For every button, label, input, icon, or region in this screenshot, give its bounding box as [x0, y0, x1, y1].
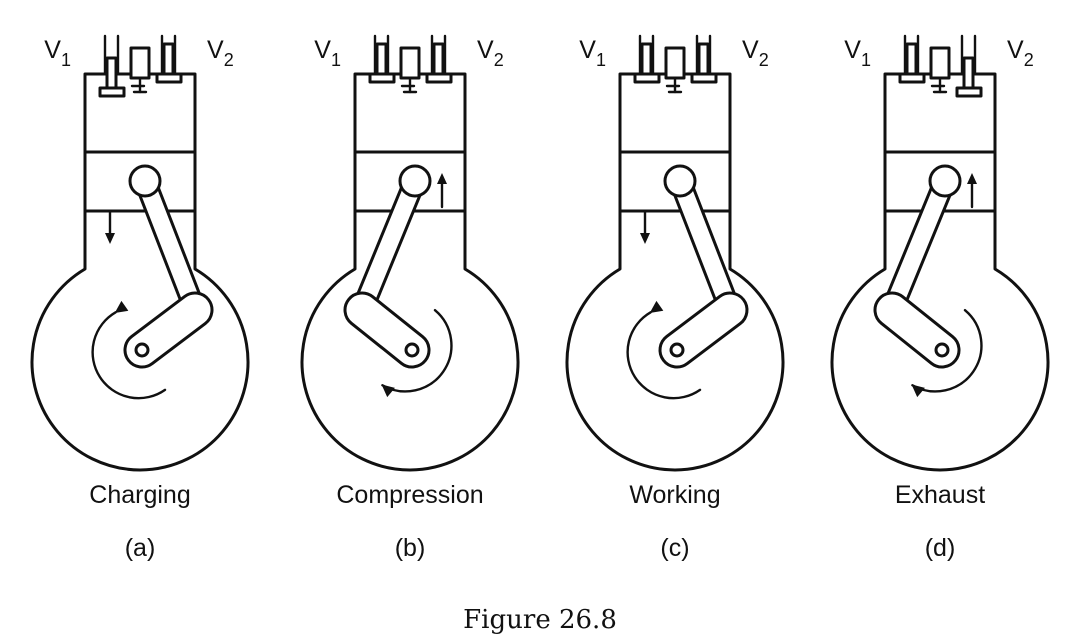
exhaust-valve-stem [432, 42, 445, 76]
stroke-label: Working [629, 481, 720, 509]
panel-letter: (b) [395, 534, 426, 562]
valve-label-v1: V1 [44, 36, 71, 70]
rotation-arrowhead-icon [381, 384, 395, 398]
panel-letter: (d) [925, 534, 956, 562]
piston [83, 150, 197, 213]
rotation-arrowhead-icon [114, 300, 129, 313]
intake-valve-head [898, 72, 926, 84]
valve-label-v2: V2 [1007, 36, 1034, 70]
intake-valve-stem [640, 42, 653, 76]
rotation-arc [381, 308, 453, 393]
intake-valve-stem [105, 56, 118, 90]
engine-casing [565, 72, 785, 472]
wrist-pin [398, 164, 432, 198]
stroke-label: Charging [89, 481, 190, 509]
valve-label-v2: V2 [742, 36, 769, 70]
crankshaft-pin [669, 342, 685, 358]
valve-label-v1: V1 [579, 36, 606, 70]
intake-valve-head [633, 72, 661, 84]
stroke-label: Compression [336, 481, 483, 509]
rotation-arc [91, 311, 167, 400]
valve-label-v1: V1 [314, 36, 341, 70]
valve-label-v1: V1 [844, 36, 871, 70]
arrow-up-icon [437, 173, 447, 184]
arrow-down-icon [105, 233, 115, 244]
exhaust-valve-head [955, 86, 983, 98]
engine-casing [830, 72, 1050, 472]
rotation-arrowhead-icon [911, 384, 925, 398]
wrist-pin [928, 164, 962, 198]
figure-caption: Figure 26.8 [463, 605, 617, 635]
crankshaft-pin [134, 342, 150, 358]
wrist-pin [663, 164, 697, 198]
panel-letter: (a) [125, 534, 156, 562]
engine-casing [30, 72, 250, 472]
crankshaft-pin [934, 342, 950, 358]
arrow-down-icon [640, 233, 650, 244]
engine-casing [300, 72, 520, 472]
exhaust-valve-head [425, 72, 453, 84]
panel-letter: (c) [660, 534, 689, 562]
intake-valve-head [368, 72, 396, 84]
rotation-arc [911, 308, 983, 393]
exhaust-valve-stem [697, 42, 710, 76]
crankshaft-pin [404, 342, 420, 358]
exhaust-valve-stem [162, 42, 175, 76]
spark-plug-icon [399, 46, 421, 80]
rotation-arrowhead-icon [649, 300, 664, 313]
exhaust-valve-stem [962, 56, 975, 90]
stroke-label: Exhaust [895, 481, 985, 509]
intake-valve-head [98, 86, 126, 98]
spark-plug-icon [664, 46, 686, 80]
valve-label-v2: V2 [477, 36, 504, 70]
intake-valve-stem [375, 42, 388, 76]
spark-plug-icon [929, 46, 951, 80]
exhaust-valve-head [690, 72, 718, 84]
wrist-pin [128, 164, 162, 198]
intake-valve-stem [905, 42, 918, 76]
arrow-up-icon [967, 173, 977, 184]
rotation-arc [626, 311, 702, 400]
piston [618, 150, 732, 213]
valve-label-v2: V2 [207, 36, 234, 70]
exhaust-valve-head [155, 72, 183, 84]
spark-plug-icon [129, 46, 151, 80]
